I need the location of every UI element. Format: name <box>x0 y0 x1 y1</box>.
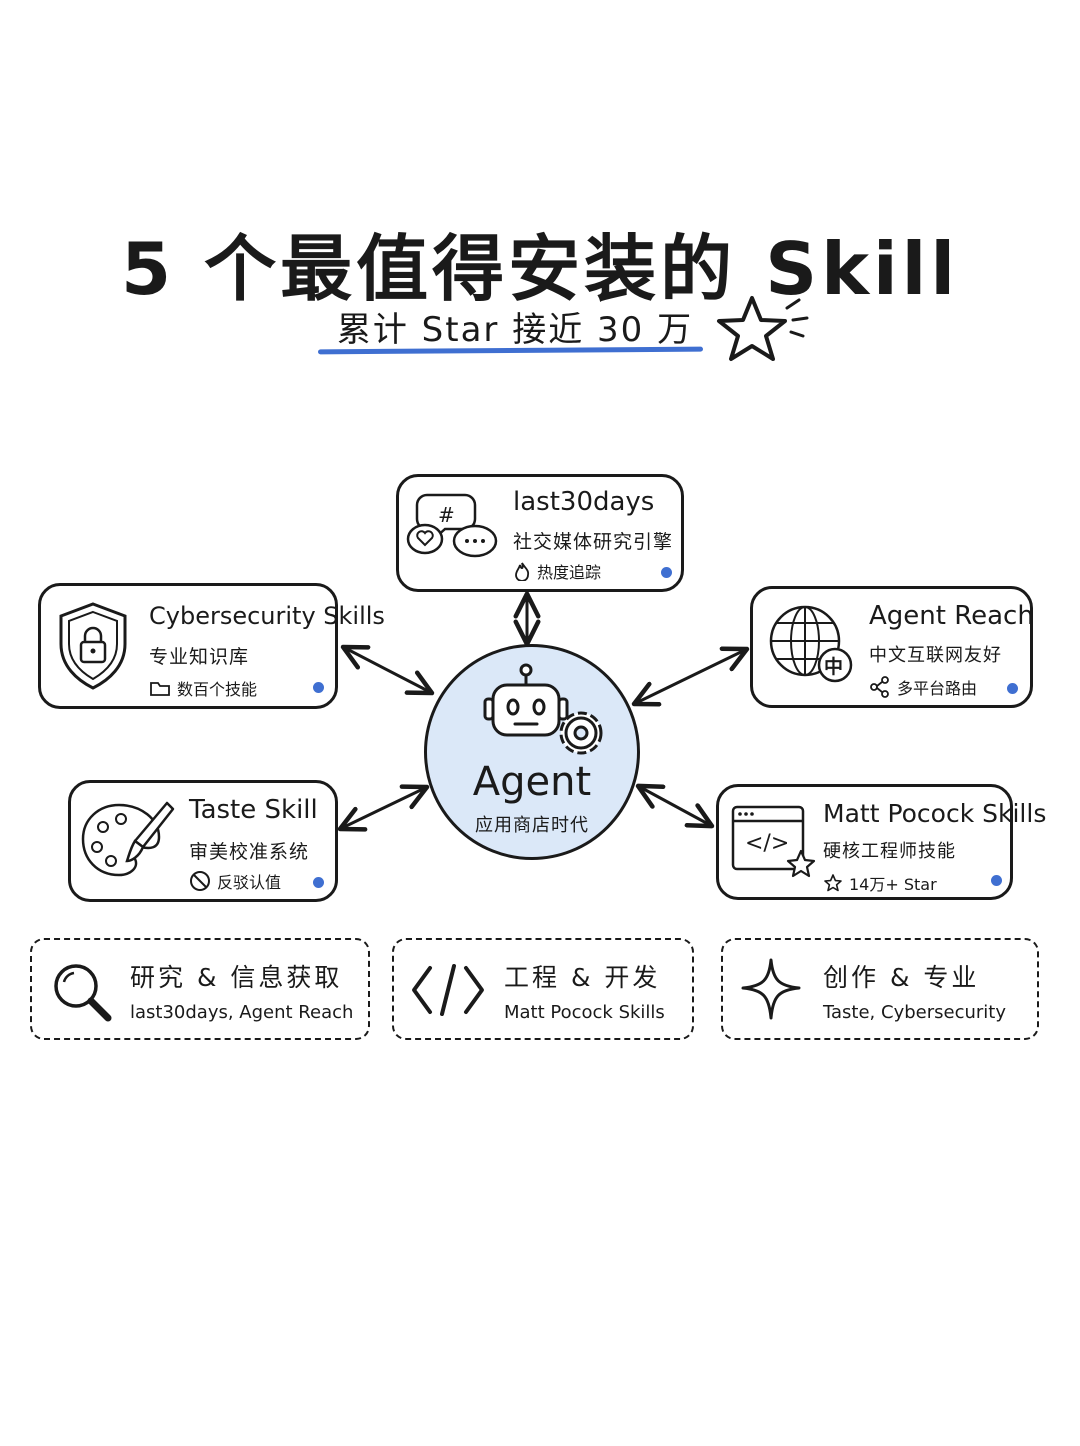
card-taste: Taste Skill 审美校准系统 反驳认值 <box>68 780 338 902</box>
arrow-matt-pocock <box>635 783 715 829</box>
card-tag-text: 14万+ Star <box>849 875 937 894</box>
card-tag-text: 反驳认值 <box>217 873 282 892</box>
hub-title: Agent <box>472 759 592 805</box>
card-subtitle: 社交媒体研究引擎 <box>513 531 674 553</box>
card-title: Cybersecurity Skills <box>149 602 385 630</box>
status-dot <box>661 567 672 578</box>
status-dot <box>1007 683 1018 694</box>
card-subtitle: 硬核工程师技能 <box>823 841 956 862</box>
star-doodle-icon <box>717 296 809 361</box>
category-research: 研究 & 信息获取 last30days, Agent Reach <box>30 938 370 1040</box>
card-tag: 14万+ Star <box>823 871 937 895</box>
category-creative: 创作 & 专业 Taste, Cybersecurity <box>721 938 1039 1040</box>
card-title: Agent Reach <box>869 601 1034 631</box>
share-icon <box>870 676 889 698</box>
card-last30days: # last30days 社交媒体研究引擎 热度追踪 <box>396 474 684 592</box>
card-subtitle: 专业知识库 <box>149 646 250 668</box>
code-glyph: </> <box>745 831 790 856</box>
category-items: last30days, Agent Reach <box>130 1002 354 1023</box>
arrow-taste <box>337 784 430 832</box>
status-dot <box>991 875 1002 886</box>
category-items: Matt Pocock Skills <box>504 1002 665 1023</box>
agent-hub: Agent 应用商店时代 <box>424 644 640 860</box>
card-title: Matt Pocock Skills <box>823 799 1047 828</box>
globe-badge-text: 中 <box>824 656 844 678</box>
category-engineering: 工程 & 开发 Matt Pocock Skills <box>392 938 694 1040</box>
card-tag: 热度追踪 <box>513 559 601 583</box>
category-title: 研究 & 信息获取 <box>130 963 343 992</box>
card-matt-pocock: </> Matt Pocock Skills 硬核工程师技能 14万+ Star <box>716 784 1046 900</box>
status-dot <box>313 682 324 693</box>
card-agent-reach: 中 Agent Reach 中文互联网友好 多平台路由 <box>750 586 1034 708</box>
card-title: Taste Skill <box>189 795 318 825</box>
card-tag: 反驳认值 <box>189 869 281 893</box>
ban-icon <box>190 871 210 891</box>
category-items: Taste, Cybersecurity <box>823 1002 1006 1023</box>
card-tag-text: 热度追踪 <box>537 563 602 582</box>
status-dot <box>313 877 324 888</box>
arrow-agent-reach <box>631 646 750 707</box>
folder-icon <box>150 682 170 696</box>
svg-text:#: # <box>438 503 455 527</box>
robot-gear-icon <box>483 663 603 755</box>
card-tag: 多平台路由 <box>869 675 977 699</box>
card-tag-text: 多平台路由 <box>897 679 978 698</box>
card-tag-text: 数百个技能 <box>177 680 258 699</box>
magnifier-icon <box>54 964 112 1022</box>
card-subtitle: 审美校准系统 <box>189 841 310 863</box>
chat-bubbles-icon: # <box>406 493 498 558</box>
arrow-cybersecurity <box>340 644 435 696</box>
card-cybersecurity: Cybersecurity Skills 专业知识库 数百个技能 <box>38 583 385 709</box>
card-title: last30days <box>513 487 655 517</box>
hub-subtitle: 应用商店时代 <box>475 815 589 836</box>
card-subtitle: 中文互联网友好 <box>869 645 1002 666</box>
category-title: 工程 & 开发 <box>504 963 661 992</box>
page-subtitle: 累计 Star 接近 30 万 <box>336 310 694 350</box>
code-brackets-icon <box>412 964 484 1016</box>
palette-icon <box>81 801 175 877</box>
code-window-icon <box>731 805 816 878</box>
globe-icon <box>769 605 853 683</box>
card-tag: 数百个技能 <box>149 676 257 700</box>
category-title: 创作 & 专业 <box>823 963 980 992</box>
flame-icon <box>515 562 530 581</box>
shield-lock-icon <box>59 602 127 690</box>
star-icon <box>824 874 842 892</box>
page-title: 5 个最值得安装的 Skill <box>120 227 959 311</box>
sparkle-icon <box>741 958 801 1020</box>
